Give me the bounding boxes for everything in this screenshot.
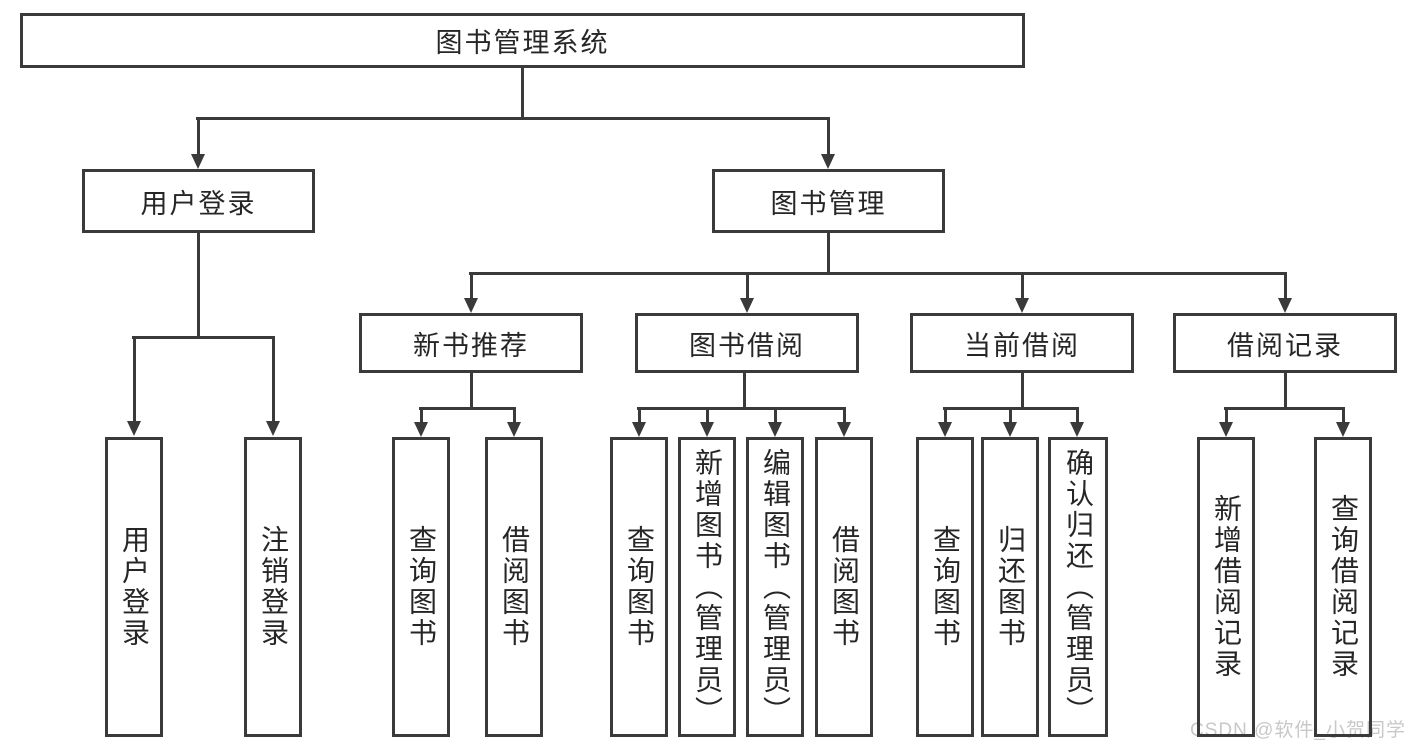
connector-line: [1076, 407, 1079, 423]
arrow-down-icon: [1003, 422, 1017, 437]
node-book-borrowing: 图书借阅: [635, 313, 859, 373]
leaf-label: 查询图书: [624, 525, 655, 649]
connector-line: [706, 407, 709, 423]
arrow-down-icon: [266, 421, 280, 436]
node-label: 用户登录: [140, 188, 257, 219]
leaf-label: 新增借阅记录: [1211, 494, 1242, 680]
leaf-edit-books-admin: 编辑图书（管理员）: [746, 437, 804, 737]
connector-line: [521, 68, 524, 119]
leaf-logout: 注销登录: [244, 437, 302, 737]
leaf-label: 查询图书: [930, 525, 961, 649]
connector-line: [827, 233, 830, 275]
leaf-label: 注销登录: [258, 525, 289, 649]
connector-line: [746, 272, 749, 299]
arrow-down-icon: [632, 422, 646, 437]
connector-line: [513, 407, 516, 423]
connector-line: [743, 373, 746, 410]
connector-line: [1009, 407, 1012, 423]
node-label: 图书借阅: [689, 330, 805, 361]
connector-line: [944, 407, 947, 423]
node-label: 新书推荐: [413, 330, 529, 361]
connector-line: [1284, 272, 1287, 299]
connector-line: [469, 272, 1287, 275]
arrow-down-icon: [507, 422, 521, 437]
leaf-label: 借阅图书: [499, 525, 530, 649]
leaf-label: 确认归还（管理员）: [1063, 447, 1094, 727]
leaf-query-books-2: 查询图书: [610, 437, 668, 737]
connector-line: [470, 373, 473, 410]
connector-line: [419, 407, 516, 410]
arrow-down-icon: [938, 422, 952, 437]
node-user-login: 用户登录: [82, 169, 315, 233]
leaf-confirm-return-admin: 确认归还（管理员）: [1048, 437, 1108, 737]
leaf-add-borrow-record: 新增借阅记录: [1197, 437, 1255, 737]
node-root-label: 图书管理系统: [435, 28, 610, 58]
arrow-down-icon: [127, 421, 141, 436]
arrow-down-icon: [1219, 422, 1233, 437]
leaf-label: 用户登录: [119, 525, 150, 649]
node-current-borrowing: 当前借阅: [910, 313, 1134, 373]
arrow-down-icon: [1070, 422, 1084, 437]
leaf-user-login: 用户登录: [105, 437, 163, 737]
leaf-query-borrow-record: 查询借阅记录: [1314, 437, 1372, 737]
connector-line: [1225, 407, 1228, 423]
connector-line: [470, 272, 473, 299]
connector-line: [1224, 407, 1345, 410]
connector-line: [197, 117, 200, 155]
node-label: 图书管理: [770, 188, 887, 219]
arrow-down-icon: [700, 422, 714, 437]
leaf-label: 查询图书: [406, 525, 437, 649]
leaf-query-books-1: 查询图书: [392, 437, 450, 737]
node-label: 借阅记录: [1227, 330, 1343, 361]
node-label: 当前借阅: [964, 330, 1080, 361]
connector-line: [197, 233, 200, 339]
leaf-label: 借阅图书: [829, 525, 860, 649]
node-borrowing-records: 借阅记录: [1173, 313, 1397, 373]
leaf-return-books: 归还图书: [981, 437, 1039, 737]
connector-line: [774, 407, 777, 423]
leaf-label: 归还图书: [995, 525, 1026, 649]
arrow-down-icon: [821, 154, 835, 169]
arrow-down-icon: [464, 298, 478, 313]
connector-line: [133, 336, 136, 422]
leaf-label: 编辑图书（管理员）: [760, 447, 791, 727]
arrow-down-icon: [1015, 298, 1029, 313]
connector-line: [272, 336, 275, 422]
connector-line: [1284, 373, 1287, 410]
connector-line: [637, 407, 846, 410]
connector-line: [638, 407, 641, 423]
arrow-down-icon: [740, 298, 754, 313]
leaf-label: 新增图书（管理员）: [692, 447, 723, 727]
connector-line: [196, 117, 830, 120]
connector-line: [843, 407, 846, 423]
node-book-management: 图书管理: [712, 169, 945, 233]
leaf-query-books-3: 查询图书: [916, 437, 974, 737]
connector-line: [132, 336, 275, 339]
node-root: 图书管理系统: [20, 13, 1025, 68]
leaf-add-books-admin: 新增图书（管理员）: [678, 437, 736, 737]
arrow-down-icon: [768, 422, 782, 437]
arrow-down-icon: [191, 154, 205, 169]
connector-line: [827, 117, 830, 155]
node-new-book-recommend: 新书推荐: [359, 313, 583, 373]
connector-line: [1342, 407, 1345, 423]
arrow-down-icon: [1336, 422, 1350, 437]
leaf-borrow-books-2: 借阅图书: [815, 437, 873, 737]
connector-line: [1021, 373, 1024, 410]
leaf-label: 查询借阅记录: [1328, 494, 1359, 680]
connector-line: [1021, 272, 1024, 299]
arrow-down-icon: [414, 422, 428, 437]
arrow-down-icon: [837, 422, 851, 437]
leaf-borrow-books-1: 借阅图书: [485, 437, 543, 737]
arrow-down-icon: [1278, 298, 1292, 313]
connector-line: [420, 407, 423, 423]
